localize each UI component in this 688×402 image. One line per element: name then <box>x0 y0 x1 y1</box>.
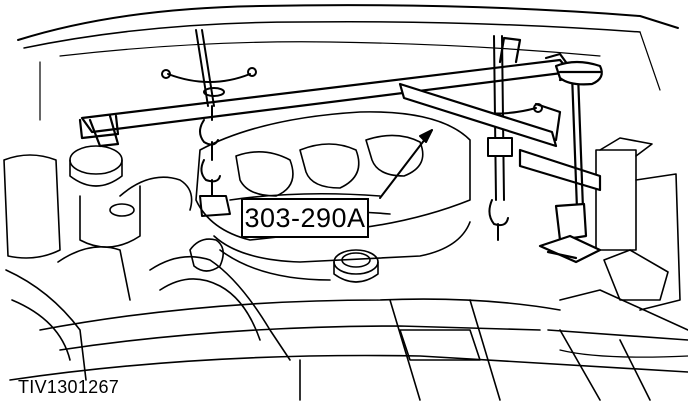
left-fender <box>3 154 131 381</box>
figure-id-label: TIV1301267 <box>18 377 120 397</box>
tool-callout-label: 303-290A <box>241 198 369 238</box>
extension-arm <box>398 60 603 264</box>
left-lifting-hook <box>161 29 257 217</box>
coolant-reservoir <box>69 145 141 248</box>
hoses <box>119 176 291 361</box>
radiator-support <box>9 298 688 401</box>
hood <box>17 4 679 121</box>
callout-leader <box>379 129 433 199</box>
oil-cap <box>333 249 379 283</box>
right-components <box>547 137 688 341</box>
intake-manifold <box>195 111 471 281</box>
